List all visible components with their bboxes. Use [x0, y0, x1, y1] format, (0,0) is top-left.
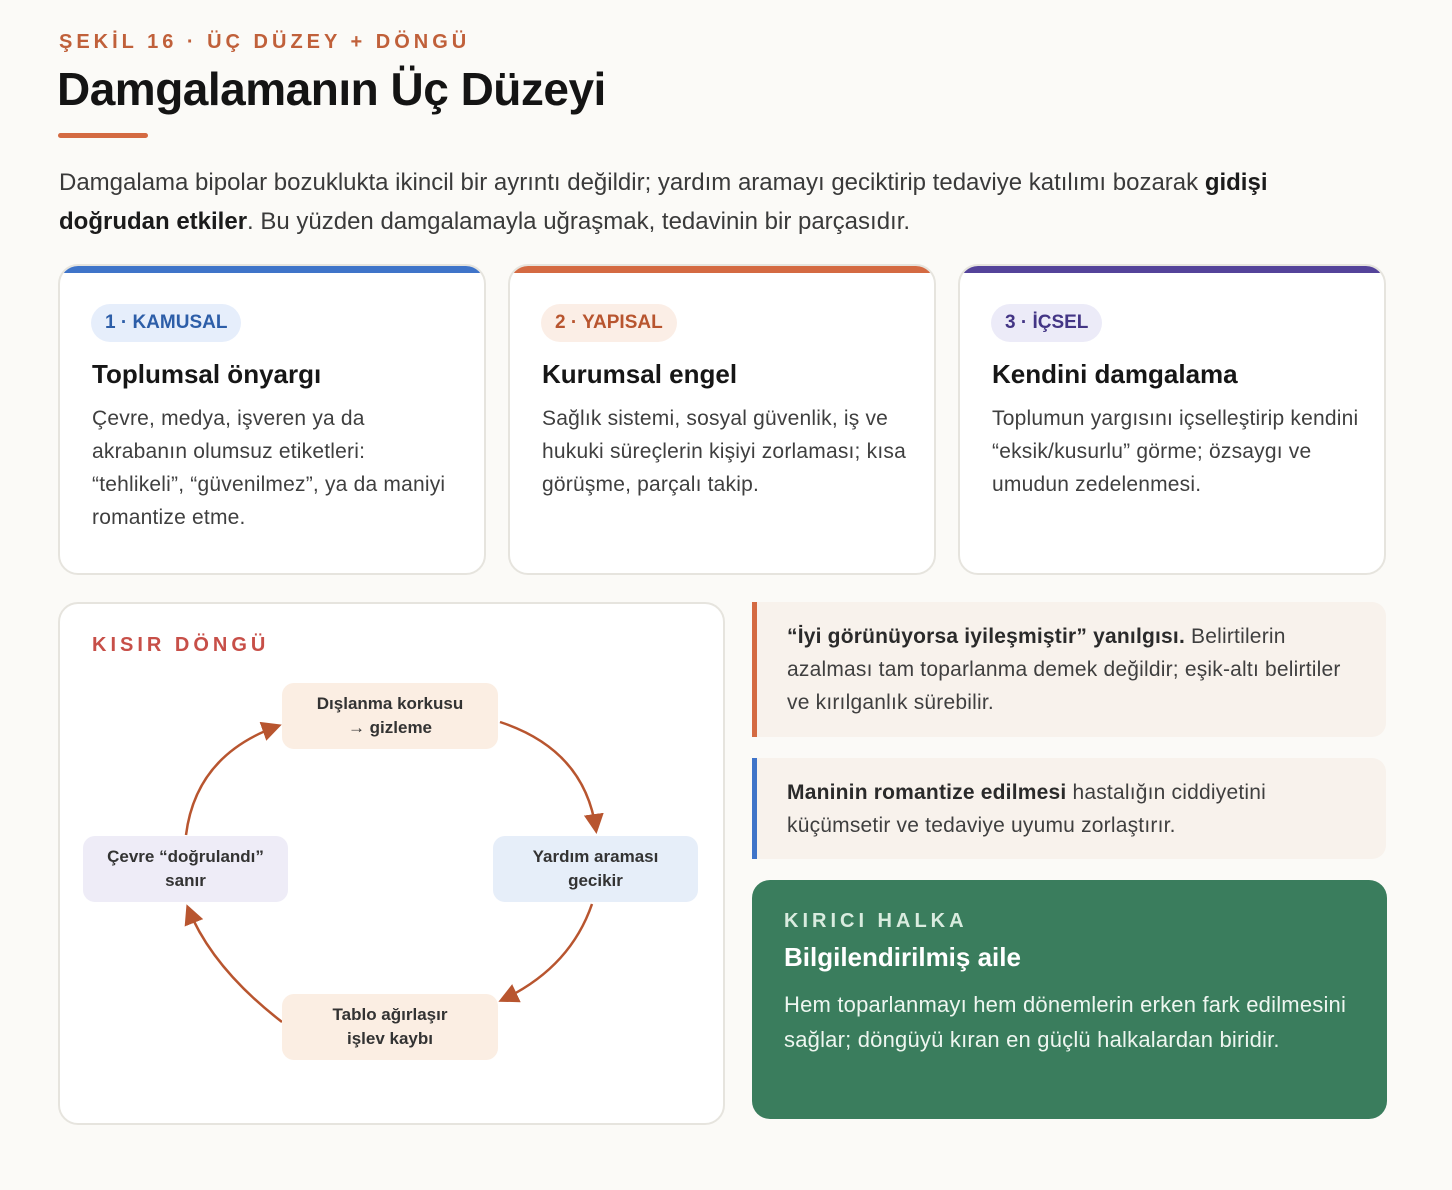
- arrow-bottom-to-left: [184, 904, 283, 1023]
- card-accent-bar: [510, 266, 934, 273]
- node-line: → gizleme: [347, 718, 433, 737]
- level-title: Kendini damgalama: [992, 359, 1238, 389]
- level-card-public: 1 · KAMUSAL Toplumsal önyargı Çevre, med…: [58, 264, 486, 575]
- figure-eyebrow: ŞEKİL 16 · ÜÇ DÜZEY + DÖNGÜ: [59, 31, 471, 53]
- cycle-breaker-box: KIRICI HALKA Bilgilendirilmiş aile Hem t…: [752, 880, 1387, 1119]
- title-underline: [58, 133, 148, 138]
- intro-emphasis: gidişi doğrudan etkiler: [59, 169, 1268, 235]
- note-romanticizing-mania: Maninin romantize edilmesi hastalığın ci…: [752, 758, 1386, 859]
- note-emphasis: “İyi görünüyorsa iyileşmiştir” yanılgısı…: [787, 625, 1185, 648]
- node-line: Çevre “doğrulandı”: [107, 847, 264, 866]
- cycle-node-fear-of-exclusion: Dışlanma korkusu → gizleme: [282, 683, 498, 749]
- intro-paragraph: Damgalama bipolar bozuklukta ikincil bir…: [59, 163, 1339, 241]
- node-line: Dışlanma korkusu: [316, 694, 464, 713]
- node-line: sanır: [165, 871, 206, 890]
- note-text: Belirtilerin azalması tam toparlanma dem…: [787, 625, 1341, 714]
- level-description: Çevre, medya, işveren ya da akrabanın ol…: [92, 407, 446, 529]
- level-badge: 3 · İÇSEL: [991, 304, 1103, 342]
- node-line: gecikir: [568, 871, 623, 890]
- level-badge: 2 · YAPISAL: [541, 304, 677, 342]
- intro-text-start: Damgalama bipolar bozuklukta ikincil bir…: [59, 169, 1205, 196]
- page-title: Damgalamanın Üç Düzeyi: [57, 63, 606, 115]
- breaker-eyebrow: KIRICI HALKA: [784, 910, 968, 932]
- level-title: Kurumsal engel: [542, 359, 738, 389]
- arrow-right-to-bottom: [498, 903, 594, 1003]
- node-line: Yardım araması: [532, 847, 659, 866]
- note-emphasis: Maninin romantize edilmesi: [787, 781, 1067, 804]
- note-text: hastalığın ciddiyetini küçümsetir ve ted…: [787, 781, 1266, 837]
- level-card-structural: 2 · YAPISAL Kurumsal engel Sağlık sistem…: [508, 264, 936, 575]
- node-line: Tablo ağırlaşır: [332, 1005, 448, 1024]
- card-accent-bar: [960, 266, 1384, 273]
- breaker-description: Hem toparlanmayı hem dönemlerin erken fa…: [784, 992, 1347, 1052]
- level-description: Toplumun yargısını içselleştirip kendini…: [992, 407, 1359, 496]
- note-misconception: “İyi görünüyorsa iyileşmiştir” yanılgısı…: [752, 602, 1386, 737]
- cycle-label: KISIR DÖNGÜ: [92, 634, 270, 656]
- level-description: Sağlık sistemi, sosyal güvenlik, iş ve h…: [542, 407, 906, 496]
- arrow-top-to-right: [499, 720, 604, 834]
- card-accent-bar: [60, 266, 484, 273]
- level-badge: 1 · KAMUSAL: [91, 304, 242, 342]
- level-card-internal: 3 · İÇSEL Kendini damgalama Toplumun yar…: [958, 264, 1386, 575]
- level-title: Toplumsal önyargı: [92, 359, 322, 389]
- cycle-node-environment-confirmed: Çevre “doğrulandı” sanır: [83, 836, 288, 902]
- node-line: işlev kaybı: [346, 1029, 433, 1048]
- intro-text-end: . Bu yüzden damgalamayla uğraşmak, tedav…: [247, 208, 911, 235]
- arrow-left-to-top: [184, 721, 282, 836]
- cycle-node-help-delayed: Yardım araması gecikir: [493, 836, 698, 902]
- cycle-node-condition-worsens: Tablo ağırlaşır işlev kaybı: [282, 994, 498, 1060]
- breaker-title: Bilgilendirilmiş aile: [784, 942, 1021, 972]
